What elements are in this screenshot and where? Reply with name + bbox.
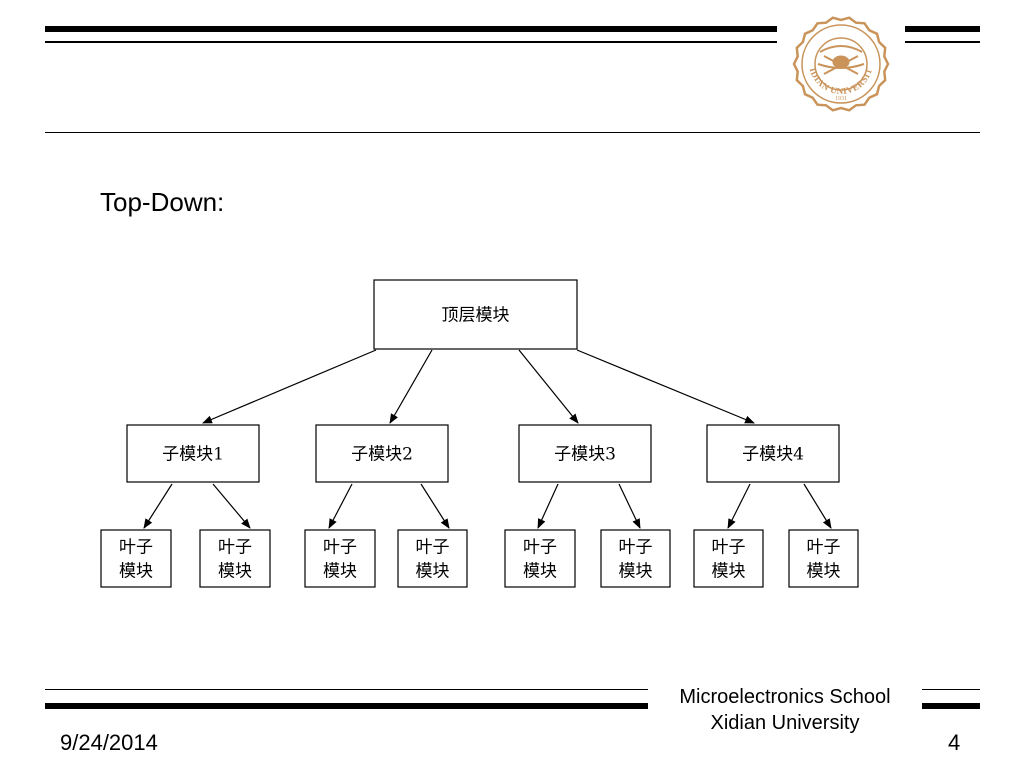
header-thin-rule-right: [905, 41, 980, 43]
slide-title: Top-Down:: [100, 187, 225, 217]
leaf-module-4-2-label-line1: 叶子: [807, 538, 841, 558]
root-module-box: [373, 279, 578, 350]
seal-year: 1931: [835, 96, 847, 102]
submodule-1-box: [126, 424, 260, 483]
submodule-2-label: 子模块2: [351, 445, 413, 465]
header-divider: [45, 132, 980, 133]
edge-root-to-submodule-4: [576, 349, 755, 424]
leaf-module-1-2-label-line1: 叶子: [218, 538, 252, 558]
leaf-module-2-1-box: [304, 529, 376, 588]
leaf-module-3-1-label-line2: 模块: [523, 562, 557, 582]
footer-school-line1: Microelectronics School: [679, 686, 891, 708]
leaf-module-4-1-label-line1: 叶子: [712, 538, 746, 558]
leaf-module-2-2-label-line1: 叶子: [416, 538, 450, 558]
leaf-module-2-1-label-line1: 叶子: [323, 538, 357, 558]
leaf-module-1-2-label-line2: 模块: [218, 562, 252, 582]
footer-school-line2: Xidian University: [710, 712, 860, 734]
edges: [143, 349, 832, 529]
leaf-module-3-1-label-line1: 叶子: [523, 538, 557, 558]
leaf-module-1-1-label-line1: 叶子: [119, 538, 153, 558]
edge-root-to-submodule-1: [202, 349, 377, 424]
leaf-module-2-2-label-line2: 模块: [416, 562, 450, 582]
edge-submodule-2-to-leaf-1: [328, 483, 353, 529]
leaf-module-4-2-label-line2: 模块: [807, 562, 841, 582]
edge-root-to-submodule-3: [518, 349, 579, 424]
edge-submodule-1-to-leaf-2: [212, 483, 251, 529]
page-number: 4: [948, 730, 961, 755]
submodule-2: 子模块2: [315, 424, 449, 483]
footer-thick-rule-left: [45, 703, 648, 709]
edge-submodule-4-to-leaf-1: [727, 483, 751, 529]
leaf-module-2-2-box: [397, 529, 468, 588]
root-module-label: 顶层模块: [442, 306, 510, 326]
submodule-1: 子模块1: [126, 424, 260, 483]
leaf-module-3-2-label-line2: 模块: [619, 562, 653, 582]
edge-submodule-3-to-leaf-2: [618, 483, 641, 529]
footer-thin-rule-right: [922, 689, 980, 690]
footer-date: 9/24/2014: [60, 730, 158, 755]
submodule-4-box: [706, 424, 840, 483]
header-thick-rule-left: [45, 26, 777, 32]
edge-submodule-2-to-leaf-2: [420, 483, 450, 529]
submodule-4: 子模块4: [706, 424, 840, 483]
leaf-module-4-1-label-line2: 模块: [712, 562, 746, 582]
leaf-module-1-1-box: [100, 529, 172, 588]
root-module: 顶层模块: [373, 279, 578, 350]
edge-submodule-4-to-leaf-2: [803, 483, 832, 529]
leaf-module-3-1-box: [504, 529, 576, 588]
submodule-1-label: 子模块1: [162, 445, 224, 465]
edge-root-to-submodule-2: [389, 349, 433, 424]
leaf-module-2-1-label-line2: 模块: [323, 562, 357, 582]
header-thin-rule-left: [45, 41, 777, 43]
footer-thick-rule-right: [922, 703, 980, 709]
edge-submodule-3-to-leaf-1: [537, 483, 559, 529]
leaf-module-4-1-box: [693, 529, 764, 588]
submodule-3-label: 子模块3: [554, 445, 616, 465]
footer-school: Microelectronics School Xidian Universit…: [650, 684, 920, 736]
submodule-4-label: 子模块4: [742, 445, 804, 465]
leaf-module-4-2-box: [788, 529, 859, 588]
header-thick-rule-right: [905, 26, 980, 32]
leaf-module-3-2-box: [600, 529, 671, 588]
submodule-2-box: [315, 424, 449, 483]
edge-submodule-1-to-leaf-1: [143, 483, 173, 529]
submodule-3: 子模块3: [518, 424, 652, 483]
leaf-module-1-2-box: [199, 529, 271, 588]
submodule-3-box: [518, 424, 652, 483]
xidian-university-seal-icon: XIDIAN UNIVERSITY 1931: [780, 12, 890, 112]
footer-thin-rule-left: [45, 689, 648, 690]
leaf-module-3-2-label-line1: 叶子: [619, 538, 653, 558]
leaf-module-1-1-label-line2: 模块: [119, 562, 153, 582]
